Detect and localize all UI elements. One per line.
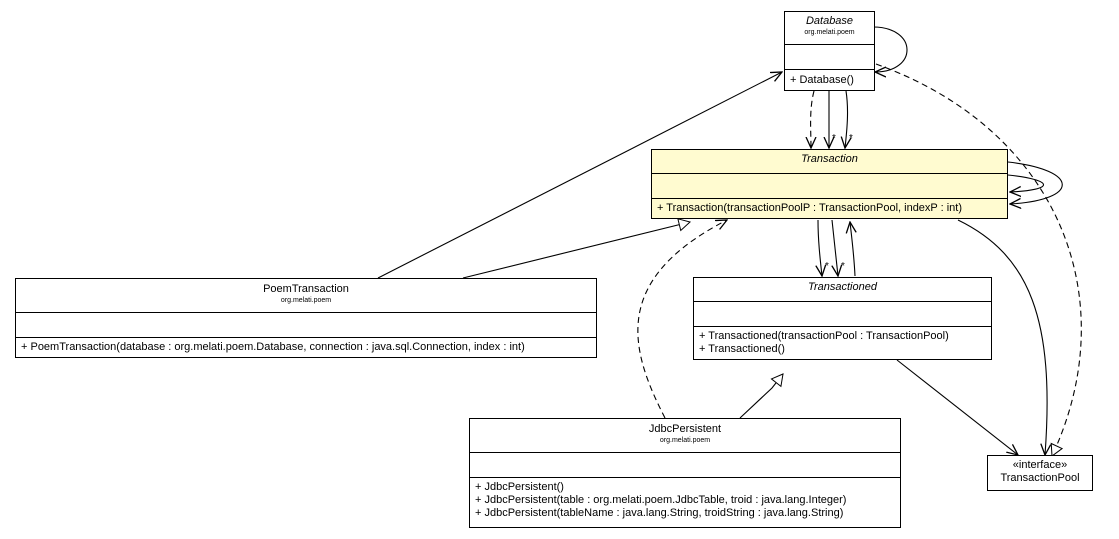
class-transaction-fields: [652, 173, 1007, 198]
class-poem-transaction-name: PoemTransaction: [263, 283, 349, 295]
multiplicity-transaction-transactioned-2: *: [841, 261, 845, 272]
class-poem-transaction-methods: + PoemTransaction(database : org.melati.…: [16, 337, 596, 354]
class-transactioned[interactable]: Transactioned + Transactioned(transactio…: [693, 277, 992, 360]
class-jdbc-persistent-name: JdbcPersistent: [648, 423, 722, 435]
class-database-fields: [785, 44, 874, 69]
class-database-name: Database: [805, 15, 854, 27]
class-transactioned-methods: + Transactioned(transactionPool : Transa…: [694, 326, 991, 356]
multiplicity-transaction-transactioned-1: *: [825, 261, 829, 272]
class-jdbc-persistent[interactable]: JdbcPersistent org.melati.poem + JdbcPer…: [469, 418, 901, 528]
class-jdbc-persistent-fields: [470, 452, 900, 477]
transaction-transactionpool-association: [957, 219, 1047, 455]
transactioned-transaction-association: [850, 222, 855, 277]
class-poem-transaction-method: + PoemTransaction(database : org.melati.…: [21, 341, 525, 353]
transaction-self-association-1: [1007, 174, 1044, 192]
class-jdbc-persistent-methods: + JdbcPersistent() + JdbcPersistent(tabl…: [470, 477, 900, 520]
database-transaction-dependency: [811, 90, 814, 148]
class-jdbc-persistent-package: org.melati.poem: [659, 437, 711, 444]
class-database[interactable]: Database org.melati.poem + Database(): [784, 11, 875, 91]
class-jdbc-persistent-method: + JdbcPersistent(table : org.melati.poem…: [475, 494, 847, 506]
class-poem-transaction[interactable]: PoemTransaction org.melati.poem + PoemTr…: [15, 278, 597, 358]
multiplicity-db-transaction-2: *: [849, 133, 853, 144]
database-transaction-association-2: [845, 90, 848, 148]
class-jdbc-persistent-method: + JdbcPersistent(): [475, 481, 564, 493]
class-transactioned-method: + Transactioned(): [699, 343, 785, 355]
class-database-methods: + Database(): [785, 69, 874, 87]
database-self-association: [872, 26, 908, 72]
interface-transaction-pool-name: TransactionPool: [1000, 472, 1080, 484]
transaction-transactioned-association-1: [818, 219, 822, 276]
transaction-self-association-2: [1007, 161, 1063, 204]
class-transactioned-name: Transactioned: [808, 281, 877, 293]
class-poem-transaction-fields: [16, 312, 596, 337]
class-transaction-name: Transaction: [801, 153, 858, 165]
class-database-method: + Database(): [790, 74, 854, 86]
interface-stereotype: «interface»: [1012, 459, 1068, 471]
class-jdbc-persistent-method: + JdbcPersistent(tableName : java.lang.S…: [475, 507, 844, 519]
class-transaction-methods: + Transaction(transactionPoolP : Transac…: [652, 198, 1007, 215]
transactioned-transactionpool-association: [896, 359, 1018, 455]
jdbcpersistent-extends-transactioned: [739, 373, 784, 419]
database-realizes-transactionpool: [875, 63, 1082, 457]
class-poem-transaction-package: org.melati.poem: [280, 297, 332, 304]
interface-transaction-pool[interactable]: «interface» TransactionPool: [987, 455, 1093, 491]
class-database-package: org.melati.poem: [804, 29, 855, 36]
multiplicity-db-transaction-1: *: [832, 133, 836, 144]
poemtransaction-extends-transaction: [462, 218, 692, 279]
poemtransaction-database-association: [377, 72, 782, 279]
transaction-transactioned-association-2: [832, 219, 838, 276]
class-transactioned-fields: [694, 301, 991, 326]
class-transactioned-method: + Transactioned(transactionPool : Transa…: [699, 330, 949, 342]
class-transaction-method: + Transaction(transactionPoolP : Transac…: [657, 202, 963, 214]
class-transaction[interactable]: Transaction + Transaction(transactionPoo…: [651, 149, 1008, 219]
